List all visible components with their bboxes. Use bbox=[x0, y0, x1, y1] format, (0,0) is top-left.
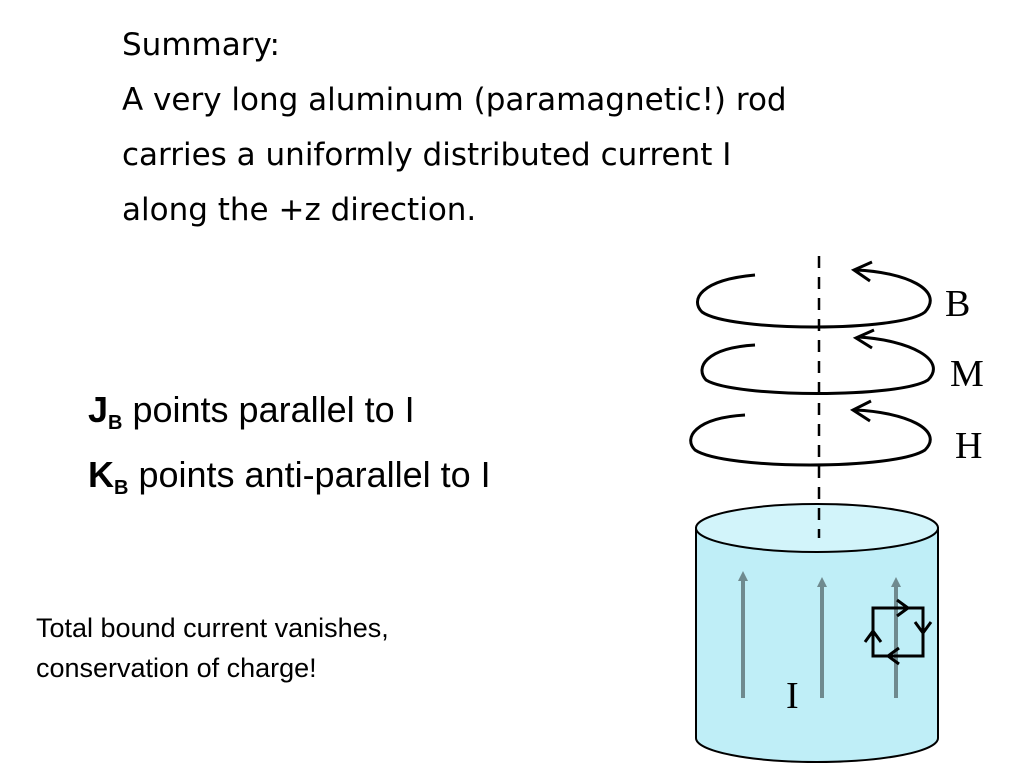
conservation-note: Total bound current vanishes, conservati… bbox=[36, 608, 389, 688]
field-loops bbox=[689, 260, 935, 467]
rod-body bbox=[695, 527, 939, 763]
jb-symbol: J bbox=[88, 389, 109, 430]
note-line-1: Total bound current vanishes, bbox=[36, 613, 389, 643]
summary-line-1: A very long aluminum (paramagnetic!) rod bbox=[122, 82, 787, 118]
summary-heading: Summary: bbox=[122, 27, 280, 63]
current-arrows bbox=[738, 571, 901, 698]
circulation-square-icon bbox=[863, 598, 933, 666]
h-field-label: H bbox=[955, 425, 982, 467]
kb-subscript: B bbox=[114, 477, 129, 499]
kb-symbol: K bbox=[88, 454, 114, 495]
jb-text: points parallel to I bbox=[122, 389, 415, 430]
b-field-loop bbox=[696, 260, 932, 329]
current-label: I bbox=[786, 675, 799, 717]
aluminum-rod bbox=[695, 503, 939, 763]
m-field-loop bbox=[700, 328, 935, 395]
kb-text: points anti-parallel to I bbox=[128, 454, 491, 495]
jb-subscript: B bbox=[108, 412, 123, 434]
summary-line-2: carries a uniformly distributed current … bbox=[122, 137, 732, 173]
note-line-2: conservation of charge! bbox=[36, 653, 317, 683]
h-field-loop bbox=[689, 399, 932, 467]
rod-top bbox=[695, 503, 939, 553]
jb-statement: JB points parallel to I bbox=[88, 384, 491, 449]
b-field-label: B bbox=[945, 283, 970, 325]
summary-text: Summary: A very long aluminum (paramagne… bbox=[122, 18, 787, 238]
m-field-label: M bbox=[950, 353, 984, 395]
kb-statement: KB points anti-parallel to I bbox=[88, 449, 491, 514]
bound-current-statements: JB points parallel to I KB points anti-p… bbox=[88, 384, 491, 514]
summary-line-3: along the +z direction. bbox=[122, 192, 477, 228]
